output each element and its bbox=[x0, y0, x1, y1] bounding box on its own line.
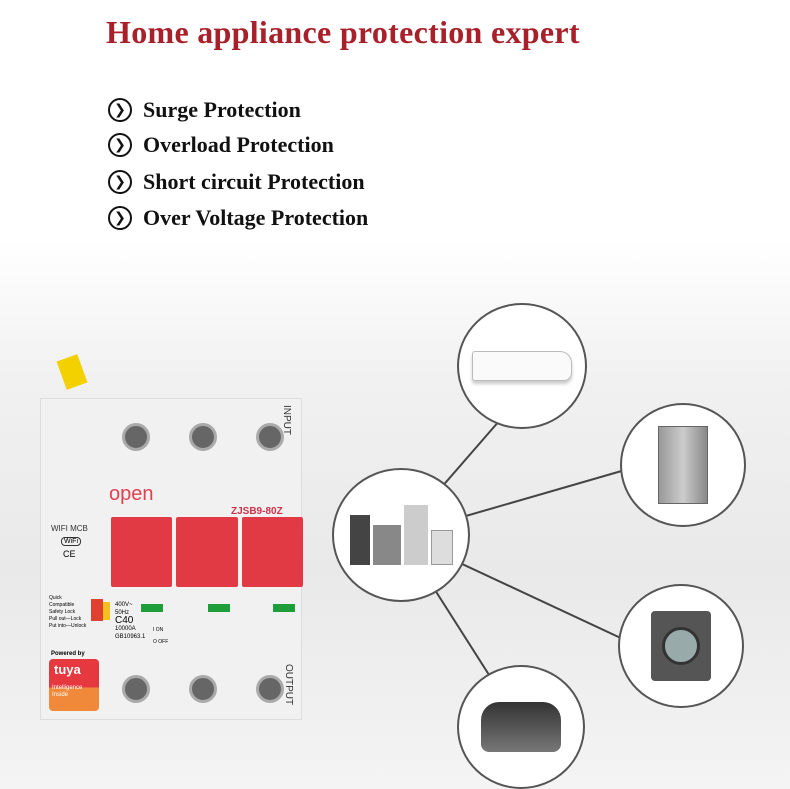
circuit-breaker: INPUT open ZJSB9-80Z WIFI MCB WiFi CE 40… bbox=[40, 354, 303, 720]
screw-icon bbox=[255, 422, 284, 451]
brand-logo: open bbox=[109, 483, 154, 505]
chevron-right-icon: ❯ bbox=[108, 98, 132, 122]
page-title: Home appliance protection expert bbox=[106, 14, 580, 50]
feature-item: ❯ Surge Protection bbox=[108, 97, 301, 123]
feature-label: Overload Protection bbox=[143, 132, 334, 157]
air-conditioner-icon bbox=[472, 351, 572, 381]
chevron-right-icon: ❯ bbox=[108, 170, 132, 194]
wifi-icon: WiFi bbox=[61, 537, 81, 546]
refrigerator-image bbox=[620, 403, 746, 527]
powered-by-label: Powered by bbox=[51, 651, 85, 657]
toggle-handle[interactable] bbox=[111, 517, 173, 587]
feature-label: Short circuit Protection bbox=[143, 169, 365, 194]
refrigerator-icon bbox=[658, 426, 708, 504]
toggle-handle[interactable] bbox=[241, 517, 303, 587]
type-label: WIFI MCB bbox=[51, 524, 88, 533]
washing-machine-image bbox=[618, 584, 744, 708]
indicator bbox=[208, 604, 230, 612]
breaker-handles bbox=[111, 517, 303, 587]
screw-icon bbox=[122, 422, 151, 451]
indicator bbox=[141, 604, 163, 612]
feature-item: ❯ Over Voltage Protection bbox=[108, 205, 368, 231]
rice-cooker-icon bbox=[481, 702, 561, 752]
input-label: INPUT bbox=[281, 405, 292, 435]
chevron-right-icon: ❯ bbox=[108, 133, 132, 157]
chevron-right-icon: ❯ bbox=[108, 206, 132, 230]
screw-icon bbox=[188, 422, 217, 451]
home-appliances-icon bbox=[349, 505, 453, 565]
output-terminals bbox=[103, 661, 303, 716]
screw-icon bbox=[255, 674, 284, 703]
feature-label: Over Voltage Protection bbox=[143, 205, 369, 230]
output-label: OUTPUT bbox=[283, 664, 294, 706]
input-terminals bbox=[103, 399, 303, 474]
quick-switch[interactable] bbox=[91, 599, 103, 621]
feature-item: ❯ Short circuit Protection bbox=[108, 169, 365, 195]
indicator bbox=[273, 604, 295, 612]
ce-mark: CE bbox=[63, 549, 76, 559]
model-number: ZJSB9-80Z bbox=[231, 506, 283, 517]
screw-icon bbox=[188, 674, 217, 703]
washing-machine-icon bbox=[651, 611, 711, 681]
air-conditioner-image bbox=[457, 303, 587, 429]
screw-icon bbox=[122, 674, 151, 703]
home-appliances-image bbox=[332, 468, 470, 602]
feature-label: Surge Protection bbox=[143, 97, 301, 122]
toggle-handle[interactable] bbox=[176, 517, 238, 587]
lock-tab bbox=[103, 602, 110, 620]
feature-item: ❯ Overload Protection bbox=[108, 132, 334, 158]
rice-cooker-image bbox=[457, 665, 585, 789]
